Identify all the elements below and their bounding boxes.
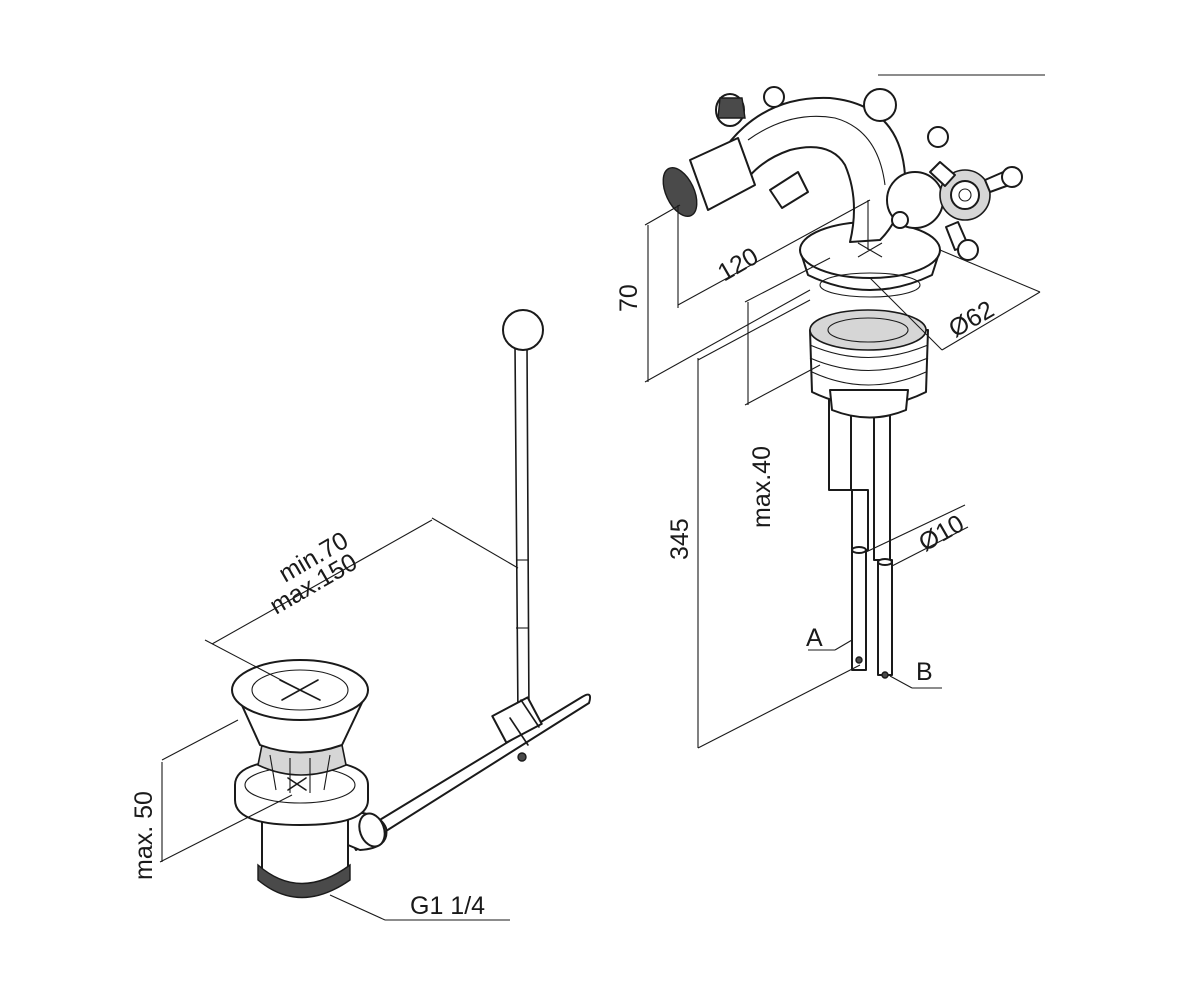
mounting-nut — [809, 309, 929, 419]
pipe-end-b — [881, 671, 889, 679]
top-knobs — [763, 86, 949, 148]
label-120: 120 — [713, 242, 763, 287]
label-pipe-b: B — [916, 658, 933, 686]
label-345: 345 — [666, 518, 694, 560]
dimension-dia62 — [869, 249, 1041, 351]
dimension-70 — [644, 204, 811, 383]
label-70: 70 — [615, 284, 643, 312]
label-g1-1-4: G1 1/4 — [410, 892, 485, 920]
mixer-base — [799, 221, 941, 298]
linkage-rod — [349, 693, 592, 851]
label-pipe-a: A — [806, 624, 823, 652]
dimension-120 — [677, 199, 871, 308]
bidet-mixer-assembly: 70 120 Ø62 max.40 345 — [615, 74, 1045, 749]
leader-a — [808, 639, 853, 651]
dimension-min70-max150 — [204, 517, 519, 691]
label-max-50: max. 50 — [130, 791, 158, 880]
spray-nozzle — [662, 93, 809, 217]
lift-rod-knob — [502, 309, 544, 351]
lift-rod — [502, 309, 544, 762]
dimension-max50 — [159, 719, 293, 863]
label-max-40: max.40 — [748, 446, 776, 528]
supply-pipes — [828, 399, 893, 679]
label-dia62: Ø62 — [944, 295, 999, 343]
leader-b — [889, 675, 942, 689]
popup-waste-assembly: min.70 max.150 max. 50 G1 1/4 — [130, 309, 592, 921]
dimension-g1-1-4 — [329, 894, 510, 921]
dimension-max40 — [744, 257, 831, 406]
dimension-dia10 — [865, 504, 969, 567]
dimension-345 — [697, 299, 861, 749]
waste-body — [234, 744, 388, 899]
pipe-end-a — [855, 656, 863, 664]
cross-handle — [886, 161, 1023, 261]
plug-cap — [231, 659, 369, 754]
